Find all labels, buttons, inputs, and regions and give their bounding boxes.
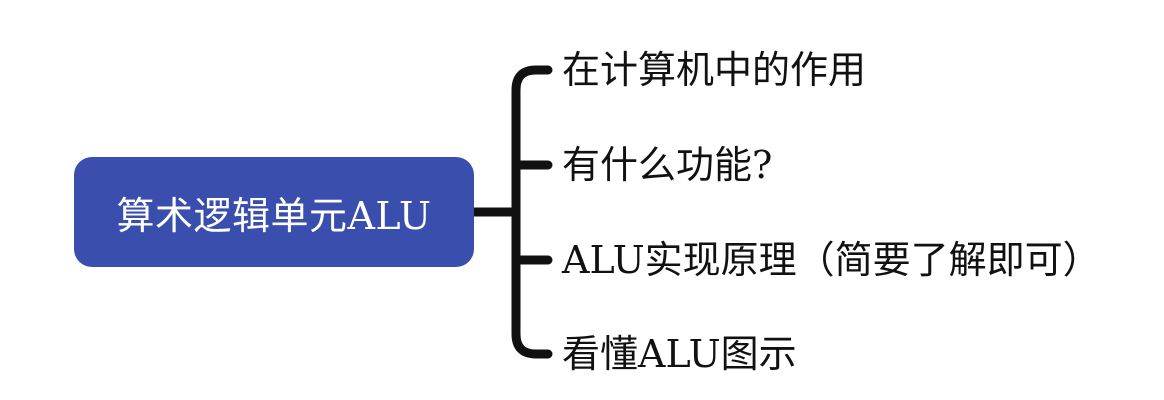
branch-node-role[interactable]: 在计算机中的作用 (562, 45, 866, 95)
branch-label: 在计算机中的作用 (562, 48, 867, 92)
branch-label: 有什么功能? (562, 143, 773, 187)
branch-node-principle[interactable]: ALU实现原理（简要了解即可） (562, 235, 1101, 285)
branch-node-diagram[interactable]: 看懂ALU图示 (562, 329, 797, 379)
bracket-line (511, 65, 553, 359)
root-node[interactable]: 算术逻辑单元ALU (74, 157, 474, 267)
branch-label: ALU实现原理（简要了解即可） (562, 238, 1101, 282)
branch-node-functions[interactable]: 有什么功能? (562, 140, 772, 190)
branch-label: 看懂ALU图示 (562, 332, 797, 376)
root-node-label: 算术逻辑单元ALU (116, 193, 432, 238)
